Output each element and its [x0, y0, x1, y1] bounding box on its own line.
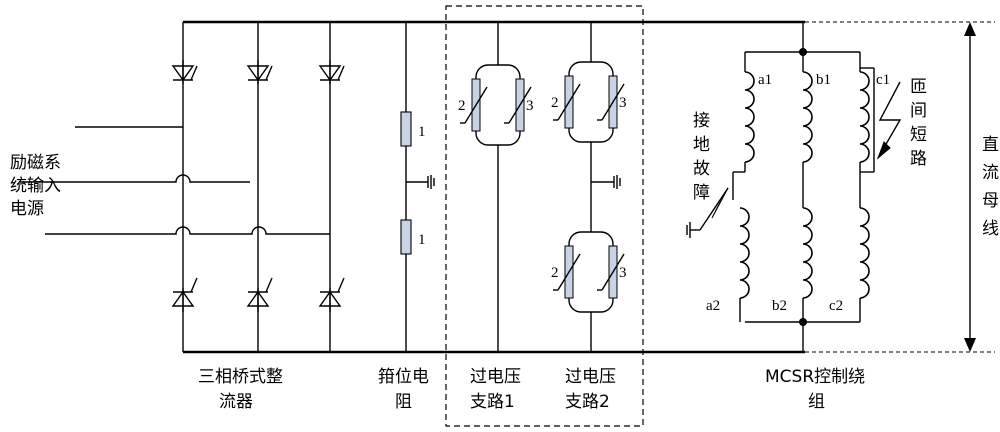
- terminal-b1: b1: [816, 72, 831, 88]
- branch2-upper-varistor-2: 2: [551, 95, 559, 111]
- svg-text:支路1: 支路1: [470, 392, 515, 412]
- terminal-c2: c2: [829, 298, 843, 314]
- svg-text:励磁系: 励磁系: [10, 153, 61, 173]
- overvoltage-branch-1: [459, 22, 532, 352]
- terminal-a1: a1: [758, 72, 772, 88]
- dc-bus-arrow: [964, 22, 976, 352]
- terminal-a2: a2: [706, 298, 720, 314]
- ground-fault-label: 接 地 故 障: [693, 111, 710, 203]
- svg-text:线: 线: [982, 219, 999, 239]
- svg-text:母: 母: [982, 191, 999, 211]
- branch1-varistor-2: 2: [458, 98, 466, 114]
- svg-text:电源: 电源: [10, 199, 44, 219]
- svg-text:支路2: 支路2: [565, 392, 610, 412]
- branch2-upper-varistor-3: 3: [619, 95, 627, 111]
- svg-text:MCSR控制绕: MCSR控制绕: [765, 367, 865, 387]
- branch2-lower-varistor-2: 2: [551, 265, 559, 281]
- branch1-label: 过电压 支路1: [470, 367, 521, 412]
- overvoltage-branch-box: [445, 5, 644, 427]
- svg-text:路: 路: [910, 149, 927, 169]
- resistor-upper-number: 1: [418, 124, 426, 140]
- ac-input-lines: [20, 126, 330, 235]
- svg-text:组: 组: [808, 392, 825, 412]
- mcsr-control-winding: [686, 22, 902, 352]
- svg-text:三相桥式整: 三相桥式整: [198, 367, 283, 387]
- svg-text:匝: 匝: [910, 77, 927, 97]
- terminal-b2: b2: [772, 298, 787, 314]
- input-source-label: 励磁系 统输入 电源: [10, 153, 61, 219]
- svg-text:流: 流: [982, 163, 999, 183]
- svg-text:地: 地: [693, 135, 710, 155]
- svg-text:故: 故: [693, 159, 710, 179]
- svg-text:障: 障: [693, 183, 710, 203]
- clamp-resistor-branch: [400, 22, 435, 352]
- svg-text:过电压: 过电压: [565, 367, 616, 387]
- clamp-resistor-label: 箝位电 阻: [378, 367, 429, 412]
- resistor-upper: [400, 111, 412, 147]
- branch1-varistor-3: 3: [526, 98, 534, 114]
- overvoltage-branch-2: [552, 22, 625, 352]
- svg-text:流器: 流器: [219, 392, 253, 412]
- terminal-c1: c1: [876, 72, 890, 88]
- resistor-lower-number: 1: [418, 232, 426, 248]
- svg-text:直: 直: [982, 135, 999, 155]
- resistor-lower: [400, 219, 412, 255]
- svg-text:箝位电: 箝位电: [378, 367, 429, 387]
- branch2-lower-varistor-3: 3: [619, 265, 627, 281]
- svg-text:统输入: 统输入: [10, 176, 61, 196]
- svg-text:短: 短: [910, 125, 927, 145]
- svg-text:阻: 阻: [395, 392, 412, 412]
- control-winding-label: MCSR控制绕 组: [765, 367, 865, 412]
- dc-bus-label: 直 流 母 线: [982, 135, 999, 239]
- svg-text:接: 接: [693, 111, 710, 131]
- branch2-label: 过电压 支路2: [565, 367, 616, 412]
- rectifier-label: 三相桥式整 流器: [198, 367, 283, 412]
- svg-text:过电压: 过电压: [470, 367, 521, 387]
- rectifier-bridge: [172, 22, 345, 352]
- turn-short-label: 匝 间 短 路: [910, 77, 927, 169]
- svg-text:间: 间: [910, 101, 927, 121]
